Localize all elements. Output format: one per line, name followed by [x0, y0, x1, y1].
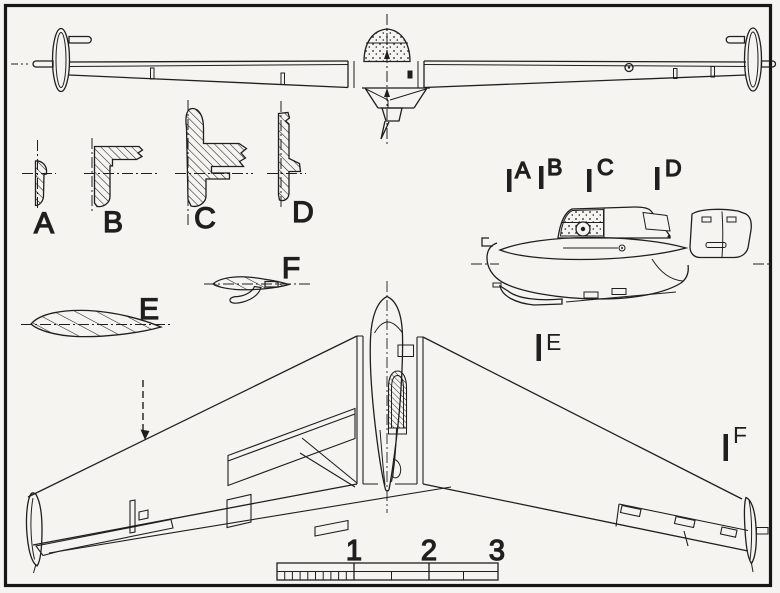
scale-label-1: 1 — [346, 535, 362, 567]
elevon-hinge — [673, 515, 696, 529]
wing-access-port-dot — [627, 66, 631, 69]
hull-hatch — [583, 291, 599, 299]
leading-edge-pointer — [140, 380, 150, 440]
scale-label-2: 2 — [421, 535, 437, 567]
tow-hook — [481, 237, 493, 247]
porthole-center — [580, 226, 586, 232]
canopy-inner-frame — [391, 374, 404, 428]
fin-top-stub — [68, 35, 92, 44]
plan-wing-outline — [27, 335, 749, 552]
airfoil-section-f: F — [204, 251, 312, 304]
front-canopy — [363, 28, 411, 63]
fin-side-stub — [32, 60, 54, 68]
side-canopy — [557, 206, 671, 239]
spoiler-panel — [227, 407, 356, 487]
windshield-arc — [374, 321, 403, 334]
flap-box — [264, 280, 279, 288]
front-left-tip-fin — [11, 27, 92, 93]
drooped-flap-linkage — [229, 285, 262, 304]
cross-sections: A B C D — [22, 100, 314, 241]
plan-left-tip-fin — [25, 492, 43, 574]
plan-gondola — [369, 295, 414, 492]
front-wing-outline — [68, 60, 747, 89]
fin-stub — [756, 527, 769, 535]
fin-slot — [705, 242, 727, 248]
fin-side-stub — [760, 60, 777, 68]
cross-section-a: A — [22, 140, 56, 241]
plan-right-tip-fin — [743, 496, 769, 573]
cross-section-c: C — [175, 100, 253, 236]
flap-tab — [138, 509, 149, 521]
side-tip-fin — [689, 208, 752, 259]
airfoil-section-e: E — [21, 292, 170, 338]
section-label-a: A — [34, 207, 54, 240]
fin-hinge — [701, 216, 712, 223]
front-view — [11, 14, 777, 147]
elevon-hinge — [719, 526, 738, 538]
canopy-dot — [667, 235, 671, 238]
section-label-d: D — [292, 196, 314, 229]
scale-subdivisions — [284, 571, 347, 580]
cross-section-d: D — [267, 101, 314, 230]
station-tick-b — [539, 166, 544, 189]
rudder-hinge-line — [721, 211, 724, 258]
plan-center-section — [356, 335, 424, 485]
left-flap-details — [35, 486, 452, 557]
airfoil-label-f: F — [282, 252, 300, 285]
plan-view — [25, 281, 769, 574]
station-tick-a — [507, 169, 512, 192]
front-skid-spike — [380, 120, 390, 140]
wing-access-port — [624, 62, 634, 73]
airfoil-label-e: E — [139, 293, 159, 326]
station-label-b: B — [547, 154, 562, 180]
scale-label-3: 3 — [489, 535, 505, 567]
side-view: A B C D — [471, 153, 772, 306]
fin-top-stub — [725, 35, 746, 44]
front-flap-horns — [150, 66, 715, 85]
centerline-arrows — [384, 50, 390, 97]
flap-tab — [314, 519, 349, 537]
front-center-pod — [362, 87, 430, 140]
rear-window — [642, 211, 671, 232]
fuselage-panel — [397, 344, 414, 357]
station-tick-e — [536, 334, 541, 361]
station-tick-d — [655, 167, 660, 190]
station-label-e: E — [546, 329, 561, 355]
canopy-opening — [387, 370, 408, 429]
right-elevon-details — [615, 503, 749, 547]
wing-marker — [407, 70, 413, 79]
section-label-c: C — [194, 202, 216, 235]
flap-horn — [129, 499, 136, 534]
hull-hatch — [611, 288, 627, 295]
elevon-hinge — [619, 504, 642, 518]
border-frame — [3, 3, 773, 588]
station-marker-f: F — [723, 422, 747, 461]
tail-hatch — [392, 458, 402, 479]
cross-section-b: B — [84, 138, 158, 240]
front-right-tip-fin — [725, 27, 777, 92]
landing-skid — [499, 284, 563, 306]
station-marker-e: E — [536, 329, 561, 361]
scale-bar: 1 2 3 — [276, 534, 506, 581]
station-label-a: A — [515, 157, 531, 183]
skid-line — [565, 291, 677, 303]
fin-hinge — [726, 216, 737, 223]
station-tick-c — [587, 169, 592, 192]
station-label-d: D — [665, 155, 682, 181]
station-tick-f — [723, 434, 728, 461]
side-hull — [481, 237, 689, 306]
station-markers-abcd: A B C D — [507, 153, 682, 192]
station-label-f: F — [733, 422, 747, 448]
station-label-c: C — [597, 154, 614, 180]
flap-horn — [226, 493, 252, 529]
section-label-b: B — [103, 206, 123, 239]
